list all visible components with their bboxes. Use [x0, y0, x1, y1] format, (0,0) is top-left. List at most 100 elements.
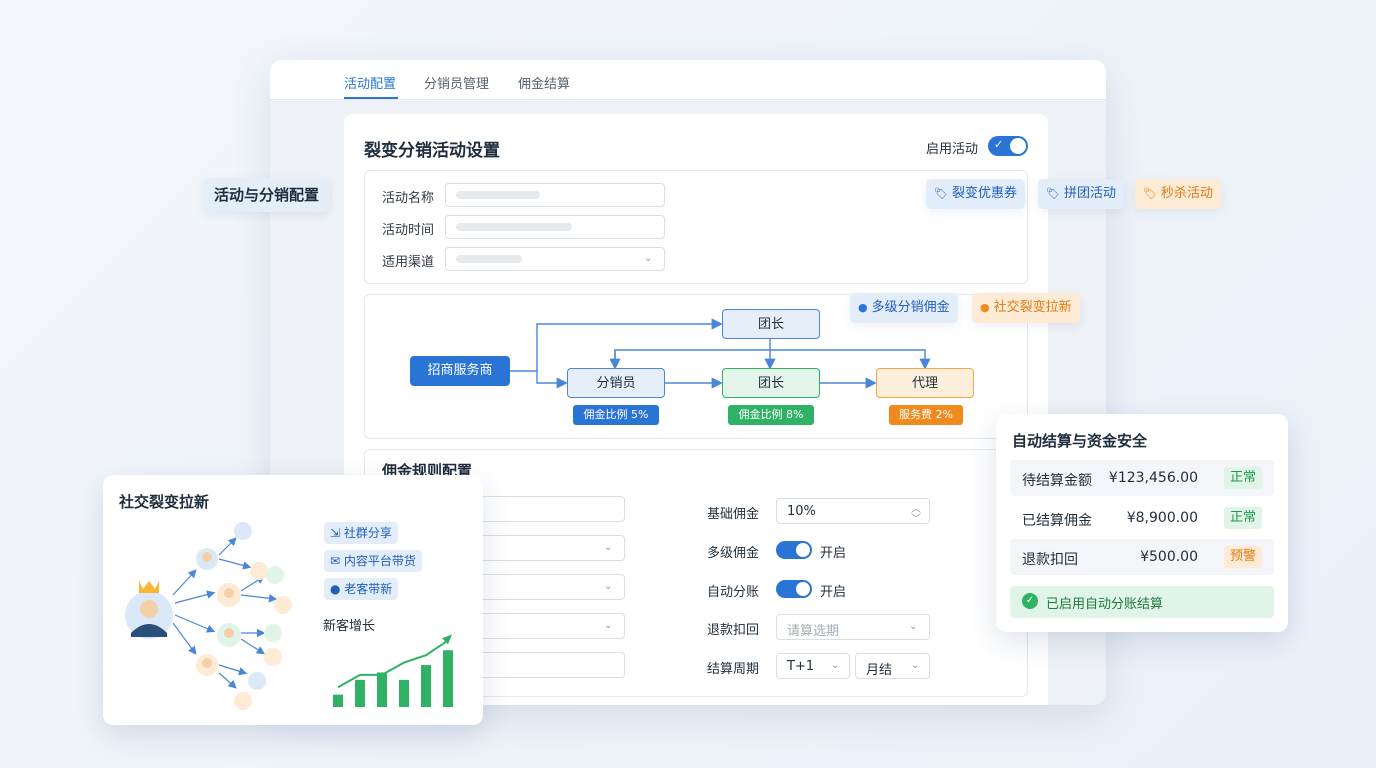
refund-placeholder: 请算选期	[787, 624, 840, 639]
tab-distributor-management[interactable]: 分销员管理	[424, 77, 490, 92]
auto-settle-status: ✓ 已启用自动分账结算	[1010, 586, 1274, 618]
chip-label: 多级分销佣金	[871, 300, 950, 315]
chevron-down-icon: ⌄	[831, 660, 840, 671]
dot-icon: ●	[980, 301, 990, 314]
chip-group-buy[interactable]: 🏷拼团活动	[1038, 179, 1124, 209]
enable-activity-toggle[interactable]: ✓	[988, 136, 1028, 156]
agent-fee-tag: 服务费 2%	[889, 405, 963, 425]
distribution-flow-diagram: 招商服务商 团长 分销员 团长 代理 佣金比例 5% 佣金比例 8% 服务费 2…	[364, 294, 1028, 439]
chip-flash-sale[interactable]: 🏷秒杀活动	[1135, 179, 1221, 209]
growth-bar	[421, 665, 431, 707]
multi-level-state: 开启	[820, 546, 847, 561]
tag-icon: 🏷	[1143, 187, 1157, 200]
chevron-down-icon: ⌄	[644, 253, 653, 264]
chip-label: 社交裂变拉新	[993, 300, 1072, 315]
activity-time-label: 活动时间	[382, 223, 435, 238]
chip-social-fission: ●社交裂变拉新	[972, 293, 1080, 323]
chip-label: 裂变优惠券	[951, 186, 1017, 201]
growth-bar	[399, 679, 409, 707]
activity-name-input[interactable]	[445, 183, 665, 207]
chip-label: 秒杀活动	[1160, 186, 1213, 201]
auto-settle-text: 已启用自动分账结算	[1046, 597, 1164, 612]
settle-cycle-select[interactable]: T+1 ⌄	[776, 653, 850, 679]
status-badge: 正常	[1223, 467, 1262, 489]
flow-node-distributor: 分销员	[567, 368, 665, 398]
settle-unit-value: 月结	[866, 663, 893, 678]
tag-icon: 🏷	[934, 187, 948, 200]
check-circle-icon: ✓	[1022, 593, 1038, 609]
tag-icon: 🏷	[1046, 187, 1060, 200]
settle-row-label: 待结算金额	[1022, 473, 1092, 489]
chevron-down-icon: ⌄	[909, 621, 918, 632]
dot-icon: ●	[858, 301, 868, 314]
flow-node-leader-top: 团长	[722, 309, 820, 339]
auto-split-label: 自动分账	[707, 585, 760, 600]
multi-level-label: 多级佣金	[707, 546, 760, 561]
flow-node-source: 招商服务商	[410, 356, 510, 386]
growth-arrow-head	[442, 634, 452, 645]
activity-time-input[interactable]	[445, 215, 665, 239]
settle-cycle-value: T+1	[787, 659, 815, 674]
chevron-down-icon: ⌄	[604, 542, 613, 553]
base-commission-value: 10%	[787, 504, 816, 519]
growth-bar	[377, 672, 387, 707]
tab-bar: 活动配置 分销员管理 佣金结算	[270, 60, 1106, 100]
stepper-up-icon[interactable]: ︿	[911, 504, 921, 515]
chip-label: 拼团活动	[1063, 186, 1116, 201]
flow-connectors	[510, 318, 931, 389]
auto-split-state: 开启	[820, 585, 847, 600]
multi-level-toggle[interactable]	[776, 541, 812, 559]
stepper-down-icon[interactable]: ﹀	[911, 514, 921, 525]
active-tab-indicator	[344, 97, 398, 99]
refund-deduct-label: 退款扣回	[707, 623, 760, 638]
megaphone-icon: ✉	[330, 554, 344, 568]
channel-label: 适用渠道	[382, 255, 435, 270]
settlement-title: 自动结算与资金安全	[1012, 432, 1148, 450]
base-commission-stepper[interactable]: 10% ︿ ﹀	[776, 498, 930, 525]
growth-bar	[355, 679, 365, 707]
settle-row-value: ¥123,456.00	[1108, 470, 1198, 486]
commission-rules-section: 佣金规则配置 ⌄ ⌄ ⌄ 基础佣金 10% ︿ ﹀ 多级佣金 开启 自动分账 开…	[364, 449, 1028, 697]
settle-row-value: ¥8,900.00	[1126, 510, 1198, 526]
distributor-rate-tag: 佣金比例 5%	[573, 405, 659, 425]
page-title: 裂变分销活动设置	[364, 141, 500, 161]
growth-chart-title: 新客增长	[323, 619, 376, 634]
refund-deduct-select[interactable]: 请算选期 ⌄	[776, 614, 930, 640]
referral-network-diagram	[125, 522, 292, 710]
tag-label: 老客带新	[344, 582, 393, 596]
tag-content-selling: ✉ 内容平台带货	[324, 550, 422, 572]
tag-label: 社群分享	[343, 526, 392, 540]
chevron-down-icon: ⌄	[911, 660, 920, 671]
status-badge: 正常	[1223, 507, 1262, 529]
channel-select[interactable]: ⌄	[445, 247, 665, 271]
settle-row-value: ¥500.00	[1140, 549, 1198, 565]
enable-activity-label: 启用活动	[926, 142, 979, 157]
growth-chart	[333, 634, 453, 707]
growth-bar	[333, 694, 343, 707]
placeholder-bar	[456, 191, 540, 199]
settle-row-pending: 待结算金额 ¥123,456.00 正常	[1010, 460, 1274, 496]
tab-commission-settlement[interactable]: 佣金结算	[518, 77, 571, 92]
settle-row-label: 退款扣回	[1022, 552, 1078, 568]
settle-row-settled: 已结算佣金 ¥8,900.00 正常	[1010, 500, 1274, 536]
tag-referral: ● 老客带新	[324, 578, 399, 600]
activity-name-label: 活动名称	[382, 191, 435, 206]
share-icon: ⇲	[330, 526, 344, 540]
chip-fission-coupon[interactable]: 🏷裂变优惠券	[926, 179, 1025, 209]
flow-node-leader: 团长	[722, 368, 820, 398]
status-badge: 预警	[1223, 546, 1262, 568]
settle-row-label: 已结算佣金	[1022, 513, 1092, 529]
auto-split-toggle[interactable]	[776, 580, 812, 598]
settle-unit-select[interactable]: 月结 ⌄	[855, 653, 930, 679]
settlement-card: 自动结算与资金安全 待结算金额 ¥123,456.00 正常 已结算佣金 ¥8,…	[996, 414, 1288, 632]
feature-label-config: 活动与分销配置	[204, 178, 330, 212]
settle-cycle-label: 结算周期	[707, 662, 760, 677]
flow-node-agent: 代理	[876, 368, 974, 398]
tab-activity-config[interactable]: 活动配置	[344, 77, 397, 92]
activity-form: 活动名称 活动时间 适用渠道 ⌄	[364, 170, 1028, 284]
growth-bar	[443, 650, 453, 707]
growth-trend-line	[337, 639, 449, 689]
base-commission-label: 基础佣金	[707, 507, 760, 522]
chip-multi-level-commission: ●多级分销佣金	[850, 293, 958, 323]
leader-rate-tag: 佣金比例 8%	[728, 405, 814, 425]
